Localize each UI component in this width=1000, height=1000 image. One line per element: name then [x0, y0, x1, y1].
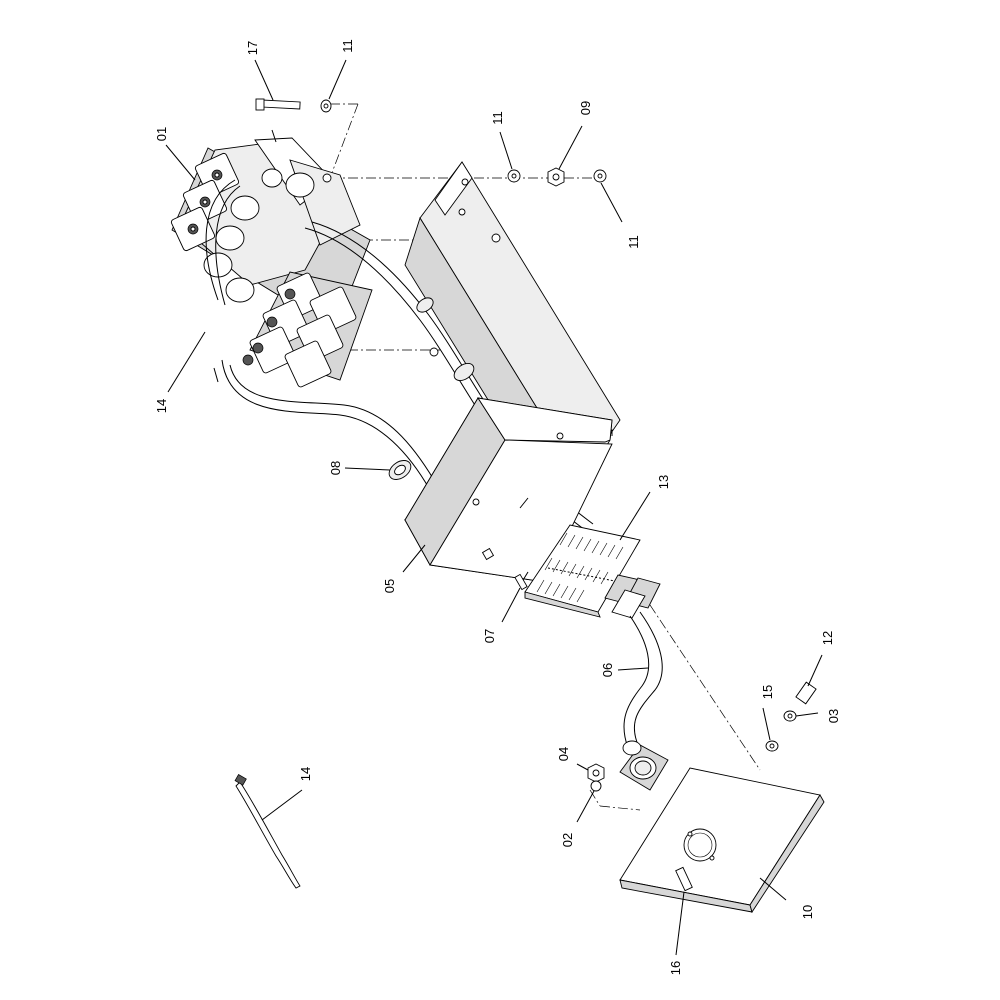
valve-block: [170, 129, 373, 388]
terminal-board: [524, 524, 641, 618]
callout-14-harness: 14: [154, 399, 169, 413]
callout-11-top: 11: [340, 39, 355, 53]
callout-labels: 17 11 11 09 11 01 14 08 05 07 13 06 12 0…: [154, 39, 841, 975]
callout-04: 04: [556, 747, 571, 761]
fasteners: [255, 98, 817, 892]
callout-09: 09: [578, 101, 593, 115]
callout-02: 02: [560, 833, 575, 847]
leader-lines: [165, 59, 823, 956]
callout-16: 16: [668, 961, 683, 975]
enclosure-box: [404, 397, 613, 583]
cable-tie: [234, 774, 301, 889]
callout-01: 01: [154, 127, 169, 141]
callout-13: 13: [656, 475, 671, 489]
callout-06: 06: [600, 663, 615, 677]
callout-03: 03: [826, 709, 841, 723]
grommets: [388, 297, 475, 480]
cover-plate: [619, 767, 825, 914]
callout-05: 05: [382, 579, 397, 593]
plug-connectors: [519, 571, 661, 619]
callout-08: 08: [328, 461, 343, 475]
cable-conduit: [623, 611, 663, 749]
circular-connector: [619, 740, 669, 791]
callout-12: 12: [820, 631, 835, 645]
callout-14-tie: 14: [298, 767, 313, 781]
callout-07: 07: [482, 629, 497, 643]
callout-15: 15: [760, 685, 775, 699]
callout-10: 10: [800, 905, 815, 919]
callout-11-right: 11: [626, 235, 641, 249]
callout-17: 17: [245, 41, 260, 55]
callout-11-mid: 11: [490, 111, 505, 125]
